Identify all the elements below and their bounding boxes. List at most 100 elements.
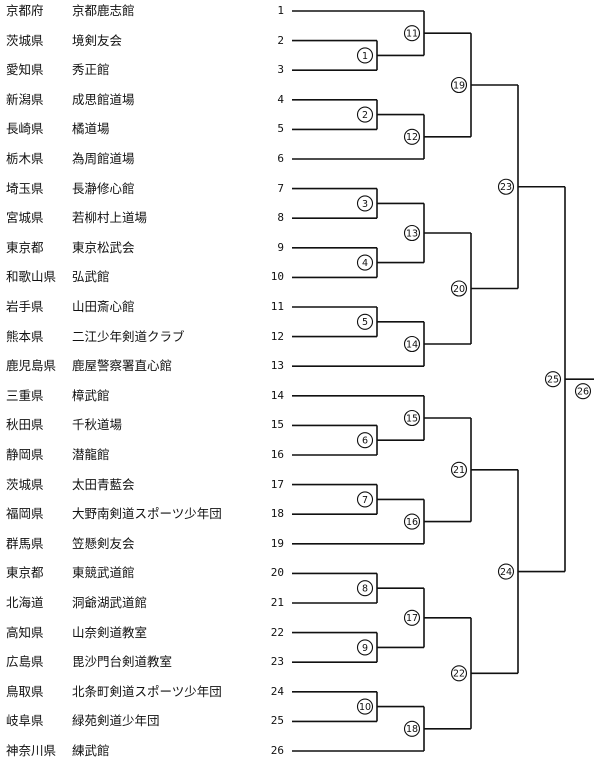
match-number-badge: 26 [574, 383, 592, 400]
match-number: 10 [359, 702, 371, 713]
entry-number: 6 [277, 152, 284, 165]
entry-team: 弘武館 [72, 269, 110, 285]
match-number-badge: 11 [403, 25, 421, 42]
match-circle [356, 254, 374, 271]
match-number-badge: 8 [356, 580, 374, 597]
entry-number: 8 [277, 211, 284, 225]
entry-prefecture: 和歌山県 [6, 269, 57, 285]
entry-number: 24 [270, 684, 284, 698]
match-number: 8 [362, 584, 368, 595]
match-number-badge: 21 [450, 461, 468, 478]
match-number-badge: 23 [497, 178, 515, 195]
entry-prefecture: 岐阜県 [6, 713, 44, 729]
entry-team: 洞爺湖武道館 [72, 595, 148, 610]
entry-team: 境剣友会 [72, 32, 123, 48]
entry-prefecture: 栃木県 [6, 151, 44, 166]
entry-number: 4 [277, 92, 284, 106]
match-number: 20 [453, 284, 465, 295]
entry-team: 二江少年剣道クラブ [72, 328, 185, 344]
entry-prefecture: 秋田県 [6, 417, 44, 433]
match-circle [356, 47, 374, 64]
match-circle [356, 106, 374, 123]
match-number: 11 [406, 29, 418, 40]
match-circle [497, 563, 515, 580]
match-number: 16 [406, 517, 418, 528]
match-number-badge: 5 [356, 313, 374, 330]
entry-prefecture: 熊本県 [6, 328, 44, 344]
entry-team: 東競武道館 [72, 565, 135, 581]
entry-number: 5 [277, 122, 284, 136]
entry-number: 22 [270, 625, 284, 639]
entry-number: 3 [277, 63, 284, 77]
entry-team: 東京松武会 [72, 239, 135, 255]
entry-number: 9 [277, 240, 284, 254]
entry-number: 10 [270, 270, 284, 284]
entry-prefecture: 新潟県 [6, 91, 44, 107]
entry-prefecture: 福岡県 [6, 506, 44, 522]
match-circle [356, 432, 374, 449]
entry-team: 橘道場 [72, 121, 110, 137]
match-number-badge: 24 [497, 563, 515, 580]
match-circle [450, 665, 468, 682]
entry-prefecture: 広島県 [6, 654, 44, 670]
match-number: 13 [406, 228, 418, 239]
match-number: 7 [362, 495, 368, 506]
match-circle [574, 383, 592, 400]
match-number: 17 [406, 613, 418, 624]
entry-team: 練武館 [72, 743, 110, 758]
entry-team: 秀正館 [72, 62, 110, 78]
match-circle [356, 580, 374, 597]
match-number: 1 [362, 51, 368, 62]
match-circle [356, 313, 374, 330]
match-number-badge: 25 [544, 371, 562, 388]
match-number: 23 [500, 182, 512, 193]
match-number: 24 [500, 567, 512, 578]
match-number-badge: 3 [356, 195, 374, 212]
entry-number: 18 [270, 507, 284, 521]
entry-number: 14 [270, 388, 284, 402]
entry-team: 潜龍館 [72, 447, 110, 462]
match-circle [403, 609, 421, 626]
entry-team: 若柳村上道場 [72, 210, 148, 226]
entry-team: 京都鹿志館 [72, 3, 135, 18]
entry-team: 鹿屋警察署直心館 [72, 358, 173, 374]
entry-team: 毘沙門台剣道教室 [72, 654, 173, 670]
entry-number: 20 [270, 566, 284, 580]
match-number: 26 [577, 387, 589, 398]
match-number-badge: 13 [403, 224, 421, 242]
entry-prefecture: 群馬県 [6, 535, 44, 551]
entry-number: 11 [270, 300, 284, 313]
entry-number: 2 [277, 33, 284, 47]
entry-prefecture: 鳥取県 [6, 683, 44, 699]
entry-prefecture: 鹿児島県 [6, 358, 57, 374]
match-circle [450, 461, 468, 478]
entry-prefecture: 京都府 [6, 3, 44, 18]
entry-number: 16 [270, 448, 284, 461]
entry-prefecture: 北海道 [6, 595, 44, 610]
entry-team: 緑苑剣道少年団 [72, 713, 160, 729]
entry-prefecture: 静岡県 [6, 447, 44, 462]
entry-team: 為周館道場 [72, 151, 135, 166]
match-number-badge: 2 [356, 106, 374, 123]
entry-number: 7 [277, 181, 284, 195]
entry-prefecture: 神奈川県 [6, 743, 57, 758]
entry-number: 23 [270, 655, 284, 669]
entry-team: 山奈剣道教室 [72, 624, 148, 640]
match-number-badge: 20 [450, 280, 468, 297]
match-number: 2 [362, 110, 368, 121]
match-number: 15 [406, 413, 418, 424]
entry-prefecture: 長崎県 [6, 121, 44, 137]
match-number: 6 [362, 436, 368, 447]
match-number-badge: 4 [356, 254, 374, 271]
entry-team: 太田青藍会 [72, 476, 135, 492]
match-circle [403, 25, 421, 42]
match-number-badge: 18 [403, 720, 421, 737]
entry-number: 21 [270, 596, 284, 609]
match-number: 21 [453, 465, 465, 476]
entry-prefecture: 茨城県 [6, 32, 44, 48]
match-number-badge: 17 [403, 609, 421, 626]
entry-number: 17 [270, 477, 284, 491]
match-number: 9 [362, 643, 368, 654]
